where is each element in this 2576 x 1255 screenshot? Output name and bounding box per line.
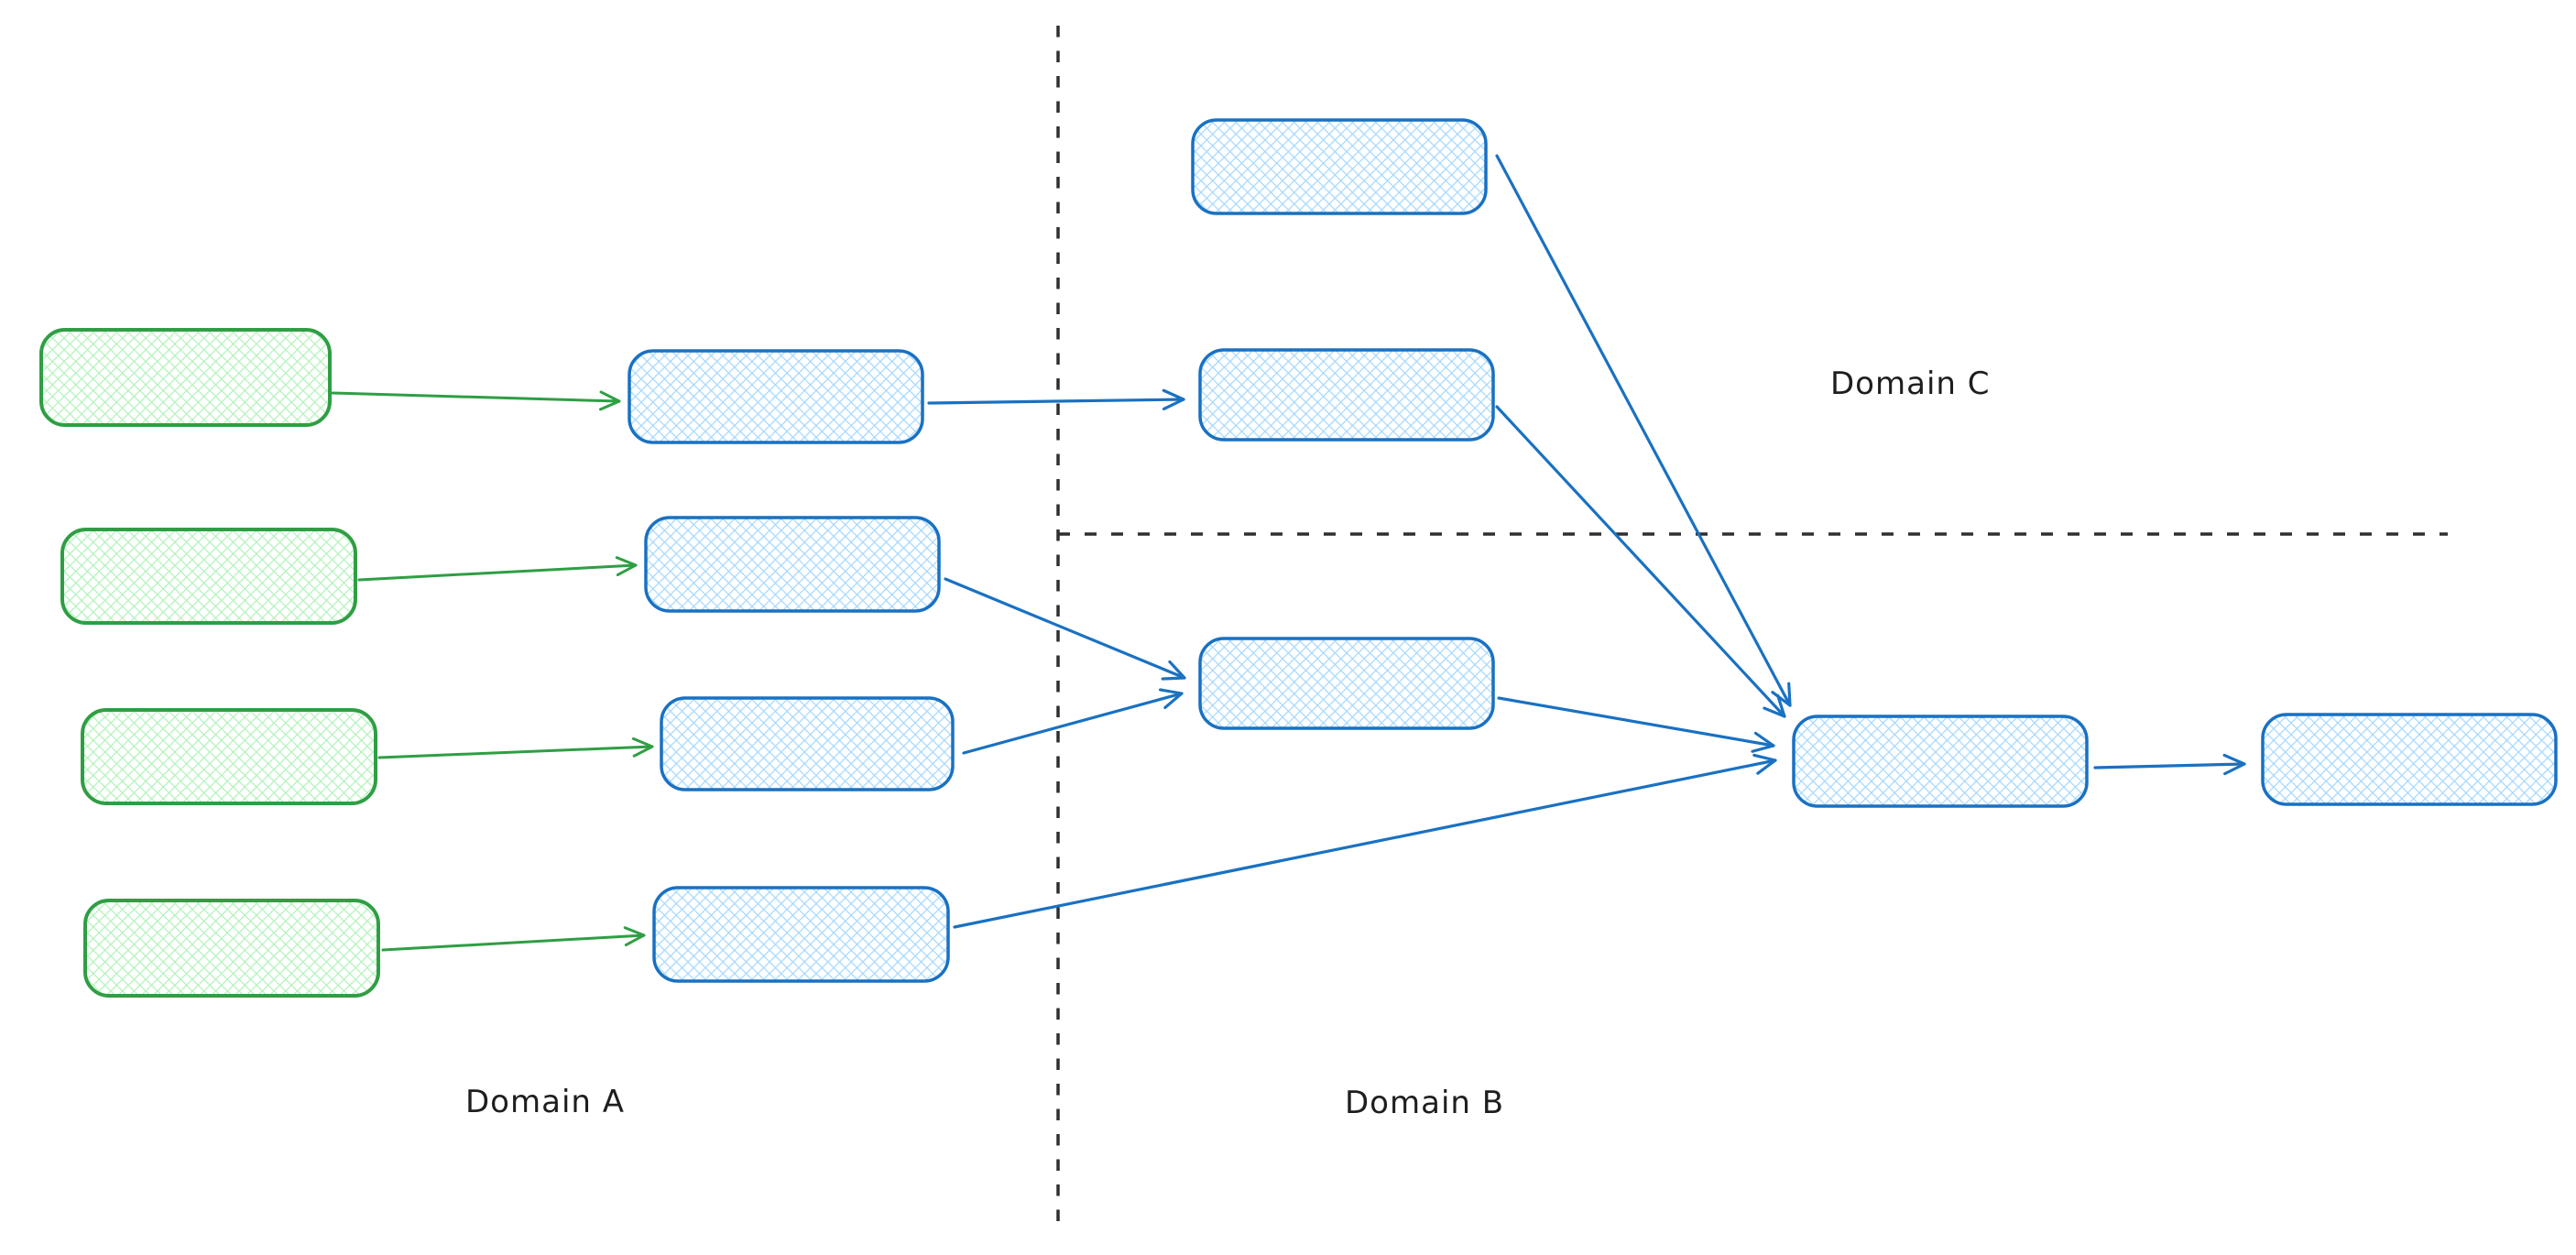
edge-a-stage-1-to-c-upper [927,388,1185,410]
edge-b-hub-to-b-output [2093,753,2246,776]
node-b-merge [1198,637,1495,730]
edge-a-source-3-to-a-stage-3 [377,737,654,759]
node-a-source-1 [39,328,332,427]
edge-a-source-1-to-a-stage-1 [331,390,621,411]
node-a-source-4 [83,899,380,998]
node-b-hub [1792,715,2089,808]
node-a-source-2 [60,528,357,625]
edge-a-source-4-to-a-stage-4 [381,926,646,952]
edge-c-upper-to-b-hub [1495,405,1786,718]
node-a-stage-3 [660,696,955,791]
node-b-output [2261,713,2558,806]
edge-a-stage-2-to-b-merge [944,577,1186,681]
node-c-top [1191,118,1488,215]
edge-a-stage-3-to-b-merge [962,688,1184,755]
edge-b-merge-to-b-hub [1497,696,1775,753]
domain-a-label: Domain A [465,1084,625,1120]
node-a-stage-4 [652,886,950,983]
edge-a-source-2-to-a-stage-2 [357,556,638,582]
edge-a-stage-4-to-b-hub [953,753,1777,929]
node-c-upper [1198,348,1495,442]
node-a-source-3 [81,708,377,805]
node-a-stage-2 [644,516,941,613]
node-a-stage-1 [628,349,924,444]
edge-c-top-to-b-hub [1495,154,1792,707]
domain-b-label: Domain B [1345,1085,1504,1121]
domain-c-label: Domain C [1830,366,1990,402]
